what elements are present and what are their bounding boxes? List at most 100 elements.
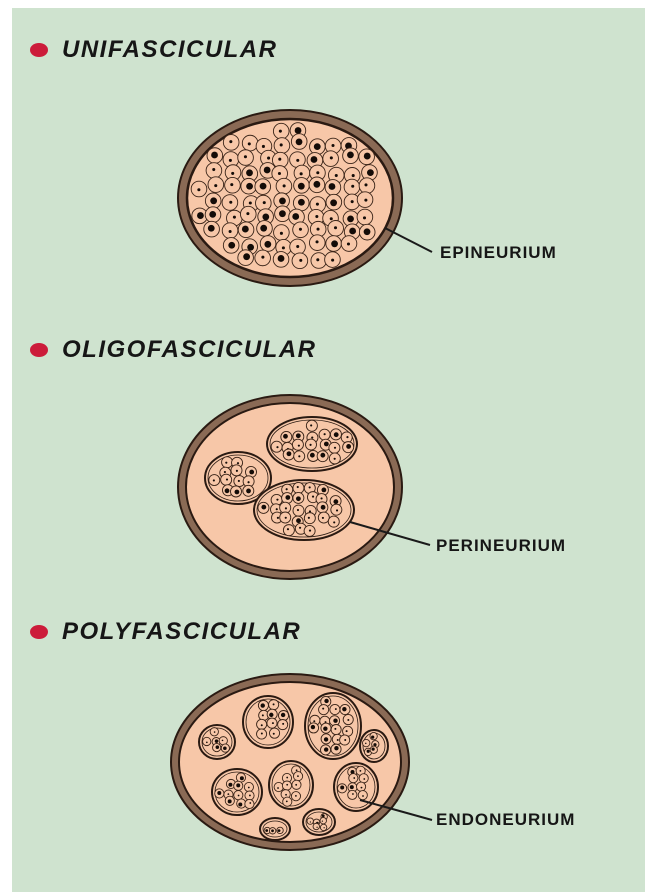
axon-nucleus: [364, 199, 367, 202]
axon-nucleus: [299, 527, 301, 529]
axon-nucleus: [363, 216, 366, 219]
axon-nucleus: [297, 509, 299, 511]
axon-nucleus: [276, 499, 278, 501]
axon-nucleus: [367, 750, 370, 753]
axon-nucleus: [226, 478, 228, 480]
axon-nucleus: [292, 213, 299, 220]
axon-nucleus: [197, 212, 204, 219]
axon-nucleus: [344, 739, 346, 741]
fascicle: [267, 417, 357, 471]
heading-oligofascicular: OLIGOFASCICULAR: [30, 336, 317, 364]
axon-nucleus: [261, 703, 265, 707]
axon-nucleus: [367, 169, 374, 176]
axon-nucleus: [310, 821, 311, 822]
axon-nucleus: [286, 488, 288, 490]
axon-nucleus: [351, 200, 354, 203]
axon-cell: [359, 774, 368, 783]
axon-nucleus: [363, 778, 365, 780]
axon-nucleus: [261, 505, 266, 510]
axon-nucleus: [313, 181, 320, 188]
unifascicular-nerve: [178, 110, 402, 286]
axon-nucleus: [281, 713, 285, 717]
axon-nucleus: [320, 497, 322, 499]
axon-nucleus: [352, 174, 355, 177]
axon-nucleus: [309, 486, 311, 488]
axon-nucleus: [295, 784, 297, 786]
axon-nucleus: [225, 488, 230, 493]
axon-nucleus: [334, 746, 338, 750]
axon-nucleus: [261, 256, 264, 259]
axon-nucleus: [217, 791, 221, 795]
axon-nucleus: [233, 216, 236, 219]
axon-nucleus: [277, 517, 279, 519]
axon-nucleus: [243, 253, 250, 260]
axon-nucleus: [335, 708, 337, 710]
axon-nucleus: [322, 814, 325, 817]
axon-nucleus: [371, 736, 374, 739]
axon-nucleus: [286, 800, 288, 802]
axon-nucleus: [364, 228, 371, 235]
axon-nucleus: [285, 517, 287, 519]
axon-nucleus: [269, 713, 273, 717]
axon-cell: [320, 817, 326, 823]
axon-nucleus: [297, 486, 299, 488]
fascicle: [360, 730, 388, 762]
axon-nucleus: [333, 521, 335, 523]
axon-nucleus: [346, 444, 351, 449]
axon-nucleus: [308, 517, 310, 519]
axon-nucleus: [311, 437, 313, 439]
axon-nucleus: [321, 488, 326, 493]
axon-nucleus: [273, 703, 275, 705]
axon-nucleus: [265, 829, 268, 832]
axon-nucleus: [287, 528, 289, 530]
axon-nucleus: [246, 169, 253, 176]
axon-nucleus: [300, 172, 303, 175]
epineurium-pointer: [385, 228, 432, 252]
axon-nucleus: [267, 157, 270, 160]
axon-nucleus: [352, 793, 354, 795]
axon-nucleus: [295, 795, 297, 797]
axon-nucleus: [282, 723, 284, 725]
fascicle: [305, 693, 361, 759]
axon-nucleus: [285, 495, 290, 500]
axon-nucleus: [317, 228, 320, 231]
axon-nucleus: [215, 739, 219, 743]
axon-nucleus: [264, 167, 271, 174]
axon-nucleus: [297, 775, 299, 777]
axon-nucleus: [228, 783, 232, 787]
axon-nucleus: [229, 201, 232, 204]
axon-nucleus: [316, 171, 319, 174]
heading-text: OLIGOFASCICULAR: [62, 336, 317, 364]
axon-nucleus: [337, 739, 339, 741]
axon-nucleus: [262, 145, 265, 148]
axon-nucleus: [261, 724, 263, 726]
axon-nucleus: [321, 505, 326, 510]
axon-nucleus: [277, 787, 279, 789]
axon-nucleus: [334, 226, 337, 229]
axon-nucleus: [260, 183, 267, 190]
axon-nucleus: [342, 707, 346, 711]
axon-nucleus: [316, 240, 319, 243]
axon-nucleus: [296, 769, 298, 771]
axon-nucleus: [312, 496, 314, 498]
axon-nucleus: [322, 708, 324, 710]
axon-nucleus: [299, 259, 302, 262]
axon-nucleus: [278, 172, 281, 175]
axon-nucleus: [248, 142, 251, 145]
axon-nucleus: [320, 453, 325, 458]
axon-nucleus: [238, 795, 240, 797]
axon-nucleus: [359, 770, 361, 772]
axon-nucleus: [279, 210, 286, 217]
axon-nucleus: [331, 240, 338, 247]
axon-nucleus: [314, 143, 321, 150]
axon-nucleus: [296, 245, 299, 248]
fascicle: [260, 818, 290, 840]
axon-nucleus: [271, 829, 274, 832]
axon-nucleus: [249, 470, 254, 475]
fascicle: [199, 725, 235, 759]
axon-nucleus: [298, 445, 300, 447]
axon-cell: [319, 705, 329, 715]
axon-nucleus: [276, 508, 278, 510]
axon-nucleus: [222, 740, 224, 742]
